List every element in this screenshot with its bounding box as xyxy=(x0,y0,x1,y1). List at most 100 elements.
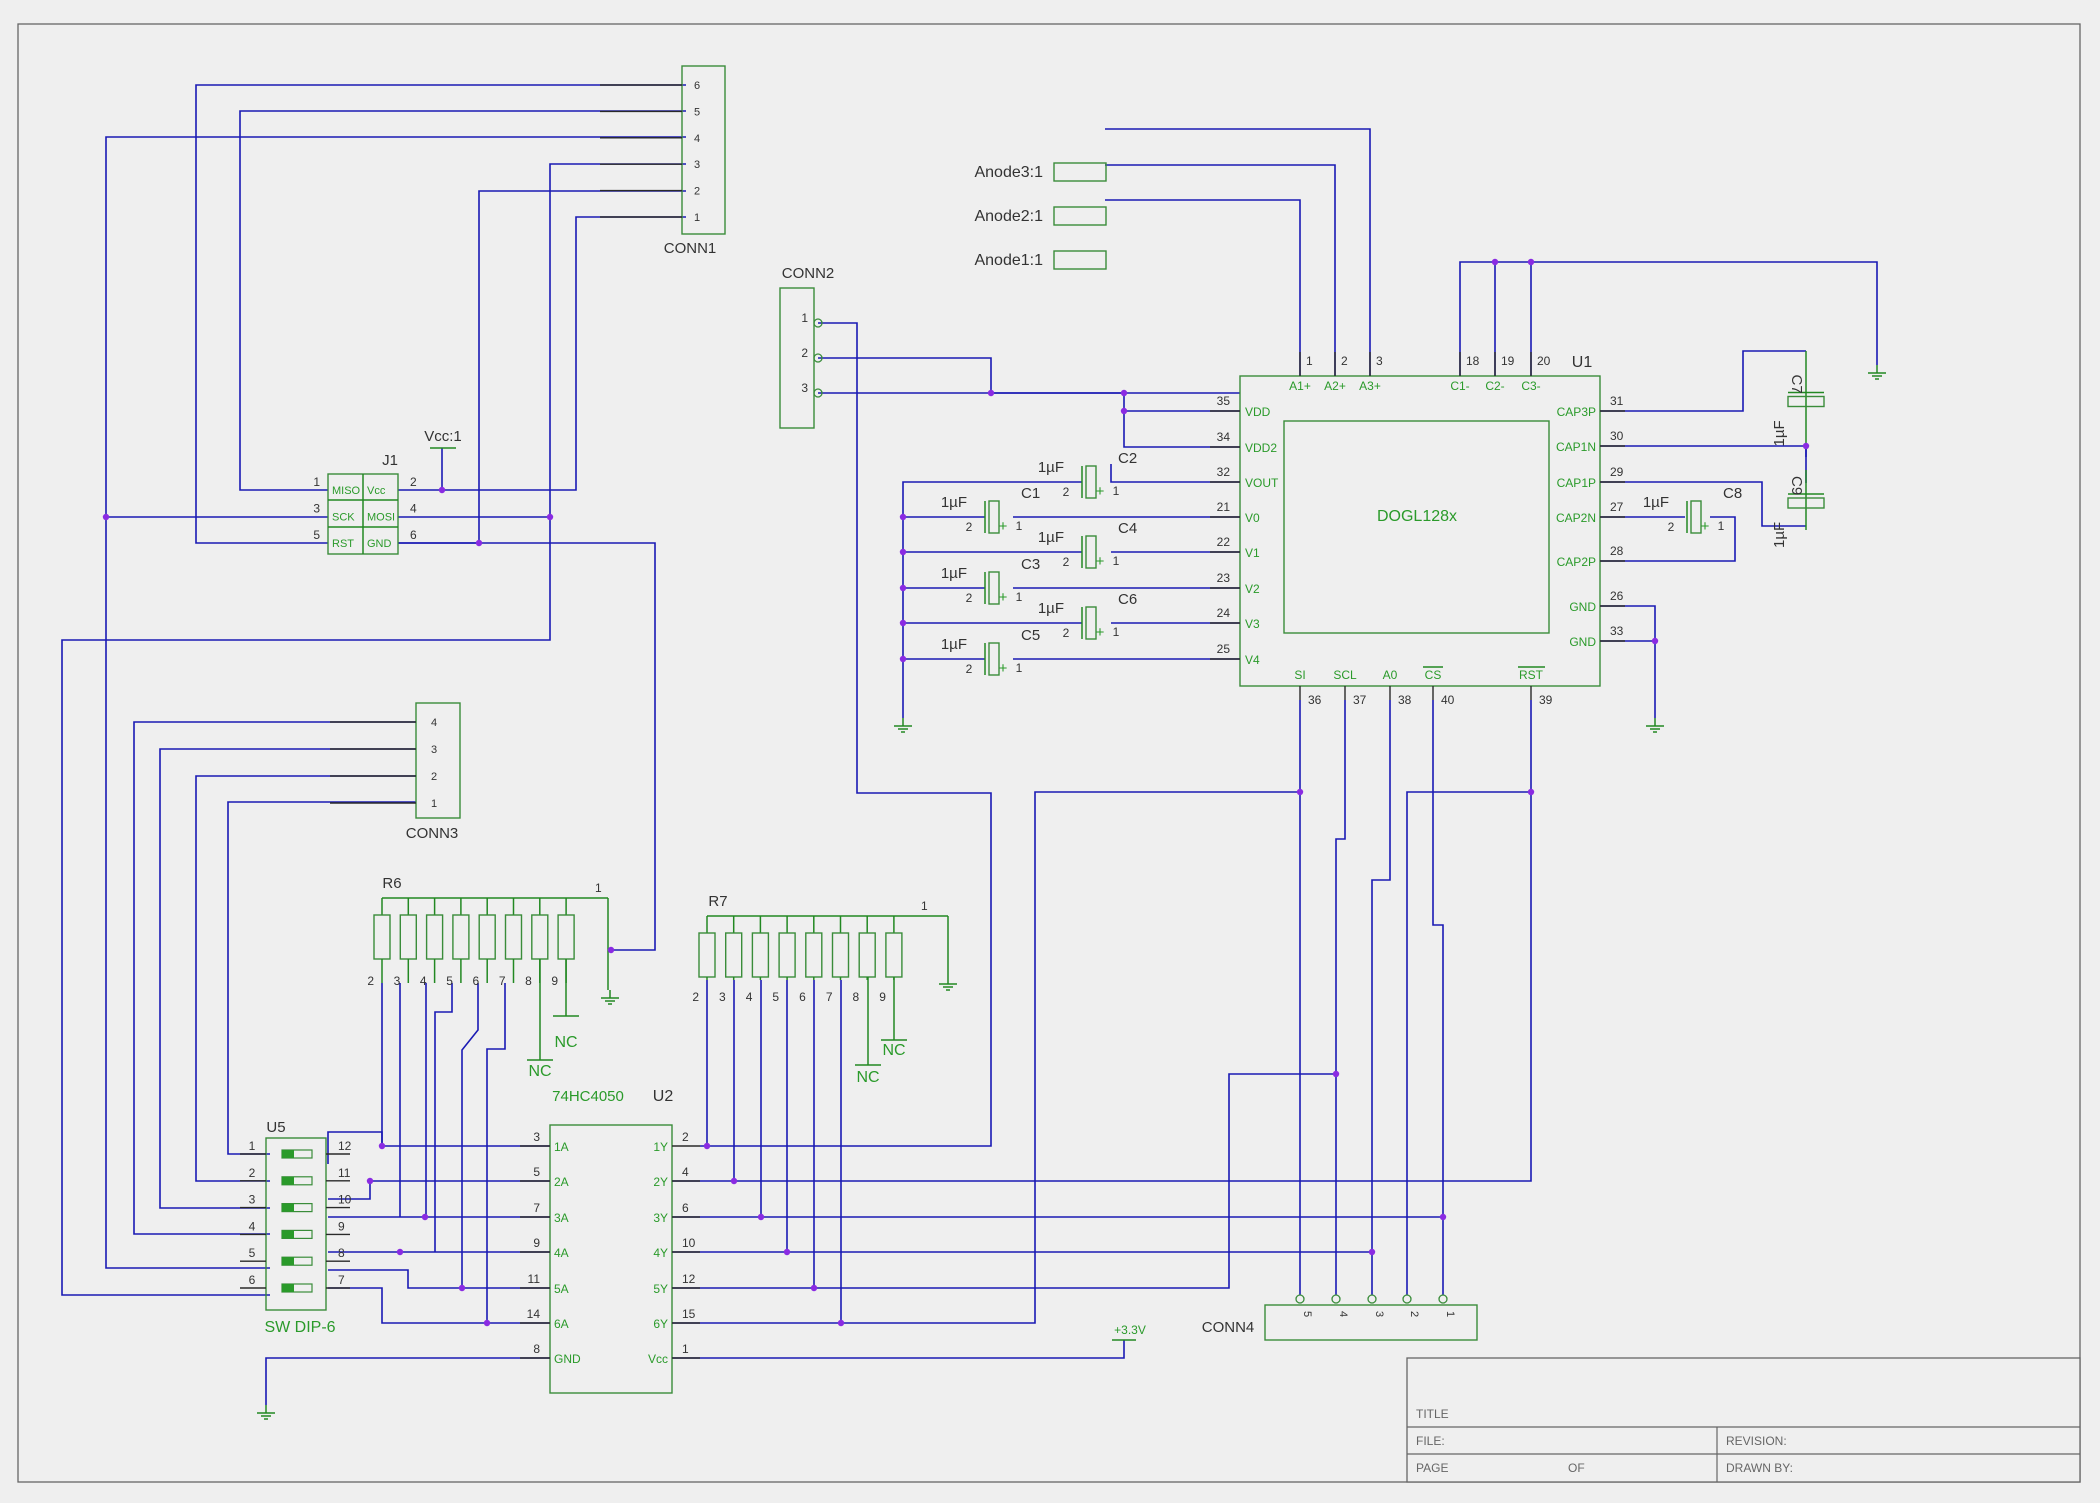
cap-c9-ref: C9 xyxy=(1788,476,1805,495)
junction-dot xyxy=(102,513,110,521)
u1-label-CAP2N: CAP2N xyxy=(1556,511,1596,525)
wire-a0 xyxy=(1371,700,1391,1295)
u5-pin-10: 10 xyxy=(338,1193,352,1207)
connector-pin xyxy=(1367,1294,1377,1304)
wire-rst-conn4 xyxy=(1406,791,1531,1295)
anode-pad xyxy=(1053,162,1107,182)
cap-c6-value: 1µF xyxy=(1038,600,1064,617)
wire-cap1p xyxy=(1600,481,1806,527)
wire-u2-gnd xyxy=(265,1357,550,1405)
u2-value: 74HC4050 xyxy=(552,1088,624,1105)
r6-pin-4: 4 xyxy=(420,974,427,988)
conn2-pin-3: 3 xyxy=(801,381,808,395)
wire-c-top xyxy=(1459,261,1878,376)
u1-pin-24: 24 xyxy=(1217,606,1231,620)
u5-pin-3: 3 xyxy=(249,1193,256,1207)
wire-anode1 xyxy=(1105,199,1301,376)
junction-dot xyxy=(783,1248,791,1256)
r6-nc-9: NC xyxy=(554,1034,577,1051)
u1-label-V2: V2 xyxy=(1245,582,1260,596)
junction-dot xyxy=(1651,637,1659,645)
cap-c3-value: 1µF xyxy=(941,565,967,582)
junction-dot xyxy=(1120,407,1128,415)
cap-c9-value: 1µF xyxy=(1771,522,1788,548)
junction-dot xyxy=(1802,442,1810,450)
u1-pin-32: 32 xyxy=(1217,465,1231,479)
cap-c5-value: 1µF xyxy=(941,636,967,653)
wire-conn3-3 xyxy=(159,748,416,1209)
revision-label: REVISION: xyxy=(1726,1434,1787,1448)
j1-pin-5: 5 xyxy=(313,528,320,542)
cap-c3-p1: 1 xyxy=(1016,590,1023,604)
r6-pin-3: 3 xyxy=(394,974,401,988)
u5-pin-2: 2 xyxy=(249,1166,256,1180)
conn4-ref: CONN4 xyxy=(1202,1319,1255,1336)
u1-body xyxy=(1239,375,1601,687)
wire-cs xyxy=(1432,700,1444,1295)
j1-label-MISO: MISO xyxy=(332,485,361,497)
wire-dip11 xyxy=(328,1180,550,1200)
u2-pin-8: 8 xyxy=(533,1342,540,1356)
junction-dot xyxy=(483,1319,491,1327)
u1-label-RST: RST xyxy=(1519,668,1544,682)
u5-pin-8: 8 xyxy=(338,1246,345,1260)
conn4-pin-3: 3 xyxy=(1373,1311,1385,1317)
junction-dot xyxy=(546,513,554,521)
r7-pin-4: 4 xyxy=(746,990,753,1004)
u1-value: DOGL128x xyxy=(1377,508,1457,525)
u5-pin-5: 5 xyxy=(249,1246,256,1260)
cap-c1-plate xyxy=(988,500,1000,534)
u5-pin-6: 6 xyxy=(249,1273,256,1287)
u1-pin-28: 28 xyxy=(1610,544,1624,558)
junction-dot xyxy=(1332,1070,1340,1078)
cap-c7-plate xyxy=(1787,395,1825,408)
u2-pin-12: 12 xyxy=(682,1272,696,1286)
wire-r6-7 xyxy=(486,983,506,1323)
u2-pin-5: 5 xyxy=(533,1165,540,1179)
u1-label-A0: A0 xyxy=(1383,668,1398,682)
u5-pin-7: 7 xyxy=(338,1273,345,1287)
junction-dot xyxy=(421,1213,429,1221)
u1-label-SCL: SCL xyxy=(1333,668,1357,682)
cap-c7-value: 1µF xyxy=(1771,420,1788,446)
connector-pin xyxy=(813,318,823,328)
junction-dot xyxy=(899,584,907,592)
u1-pin-30: 30 xyxy=(1610,429,1624,443)
wire-j1-gnd xyxy=(398,542,656,951)
cap-c6-p2: 2 xyxy=(1063,626,1070,640)
u2-pin-4: 4 xyxy=(682,1165,689,1179)
cap-c2-p2: 2 xyxy=(1063,485,1070,499)
cap-c5-p1: 1 xyxy=(1016,661,1023,675)
u2-body xyxy=(549,1124,673,1394)
cap-c1-p1: 1 xyxy=(1016,519,1023,533)
cap-c6-plate xyxy=(1085,606,1097,640)
junction-dot xyxy=(1368,1248,1376,1256)
cap-c1-value: 1µF xyxy=(941,494,967,511)
u1-pin-33: 33 xyxy=(1610,624,1624,638)
junction-dot xyxy=(366,1177,374,1185)
j1-label-GND: GND xyxy=(367,538,392,550)
page-label: PAGE xyxy=(1416,1461,1448,1475)
junction-dot xyxy=(1527,258,1535,266)
j1-pin-1: 1 xyxy=(313,475,320,489)
u2-pin-3: 3 xyxy=(533,1130,540,1144)
conn4-body xyxy=(1264,1304,1478,1341)
r7-nc-9: NC xyxy=(882,1042,905,1059)
junction-dot xyxy=(899,513,907,521)
j1-pin-3: 3 xyxy=(313,502,320,516)
u1-label-CAP3P: CAP3P xyxy=(1557,405,1596,419)
conn2-pin-1: 1 xyxy=(801,311,808,325)
conn1-pin-2: 2 xyxy=(694,186,700,198)
u1-pin-26: 26 xyxy=(1610,589,1624,603)
r7-common-pin: 1 xyxy=(921,899,928,913)
u2-pin-10: 10 xyxy=(682,1236,696,1250)
u1-label-VDD: VDD xyxy=(1245,405,1271,419)
r7-pin-5: 5 xyxy=(772,990,779,1004)
u1-pin-27: 27 xyxy=(1610,500,1624,514)
u5-pin-11: 11 xyxy=(338,1166,351,1180)
u1-display xyxy=(1283,420,1550,634)
connector-pin xyxy=(1295,1294,1305,1304)
drawn-by-label: DRAWN BY: xyxy=(1726,1461,1793,1475)
u5-switch-knob xyxy=(282,1203,294,1212)
